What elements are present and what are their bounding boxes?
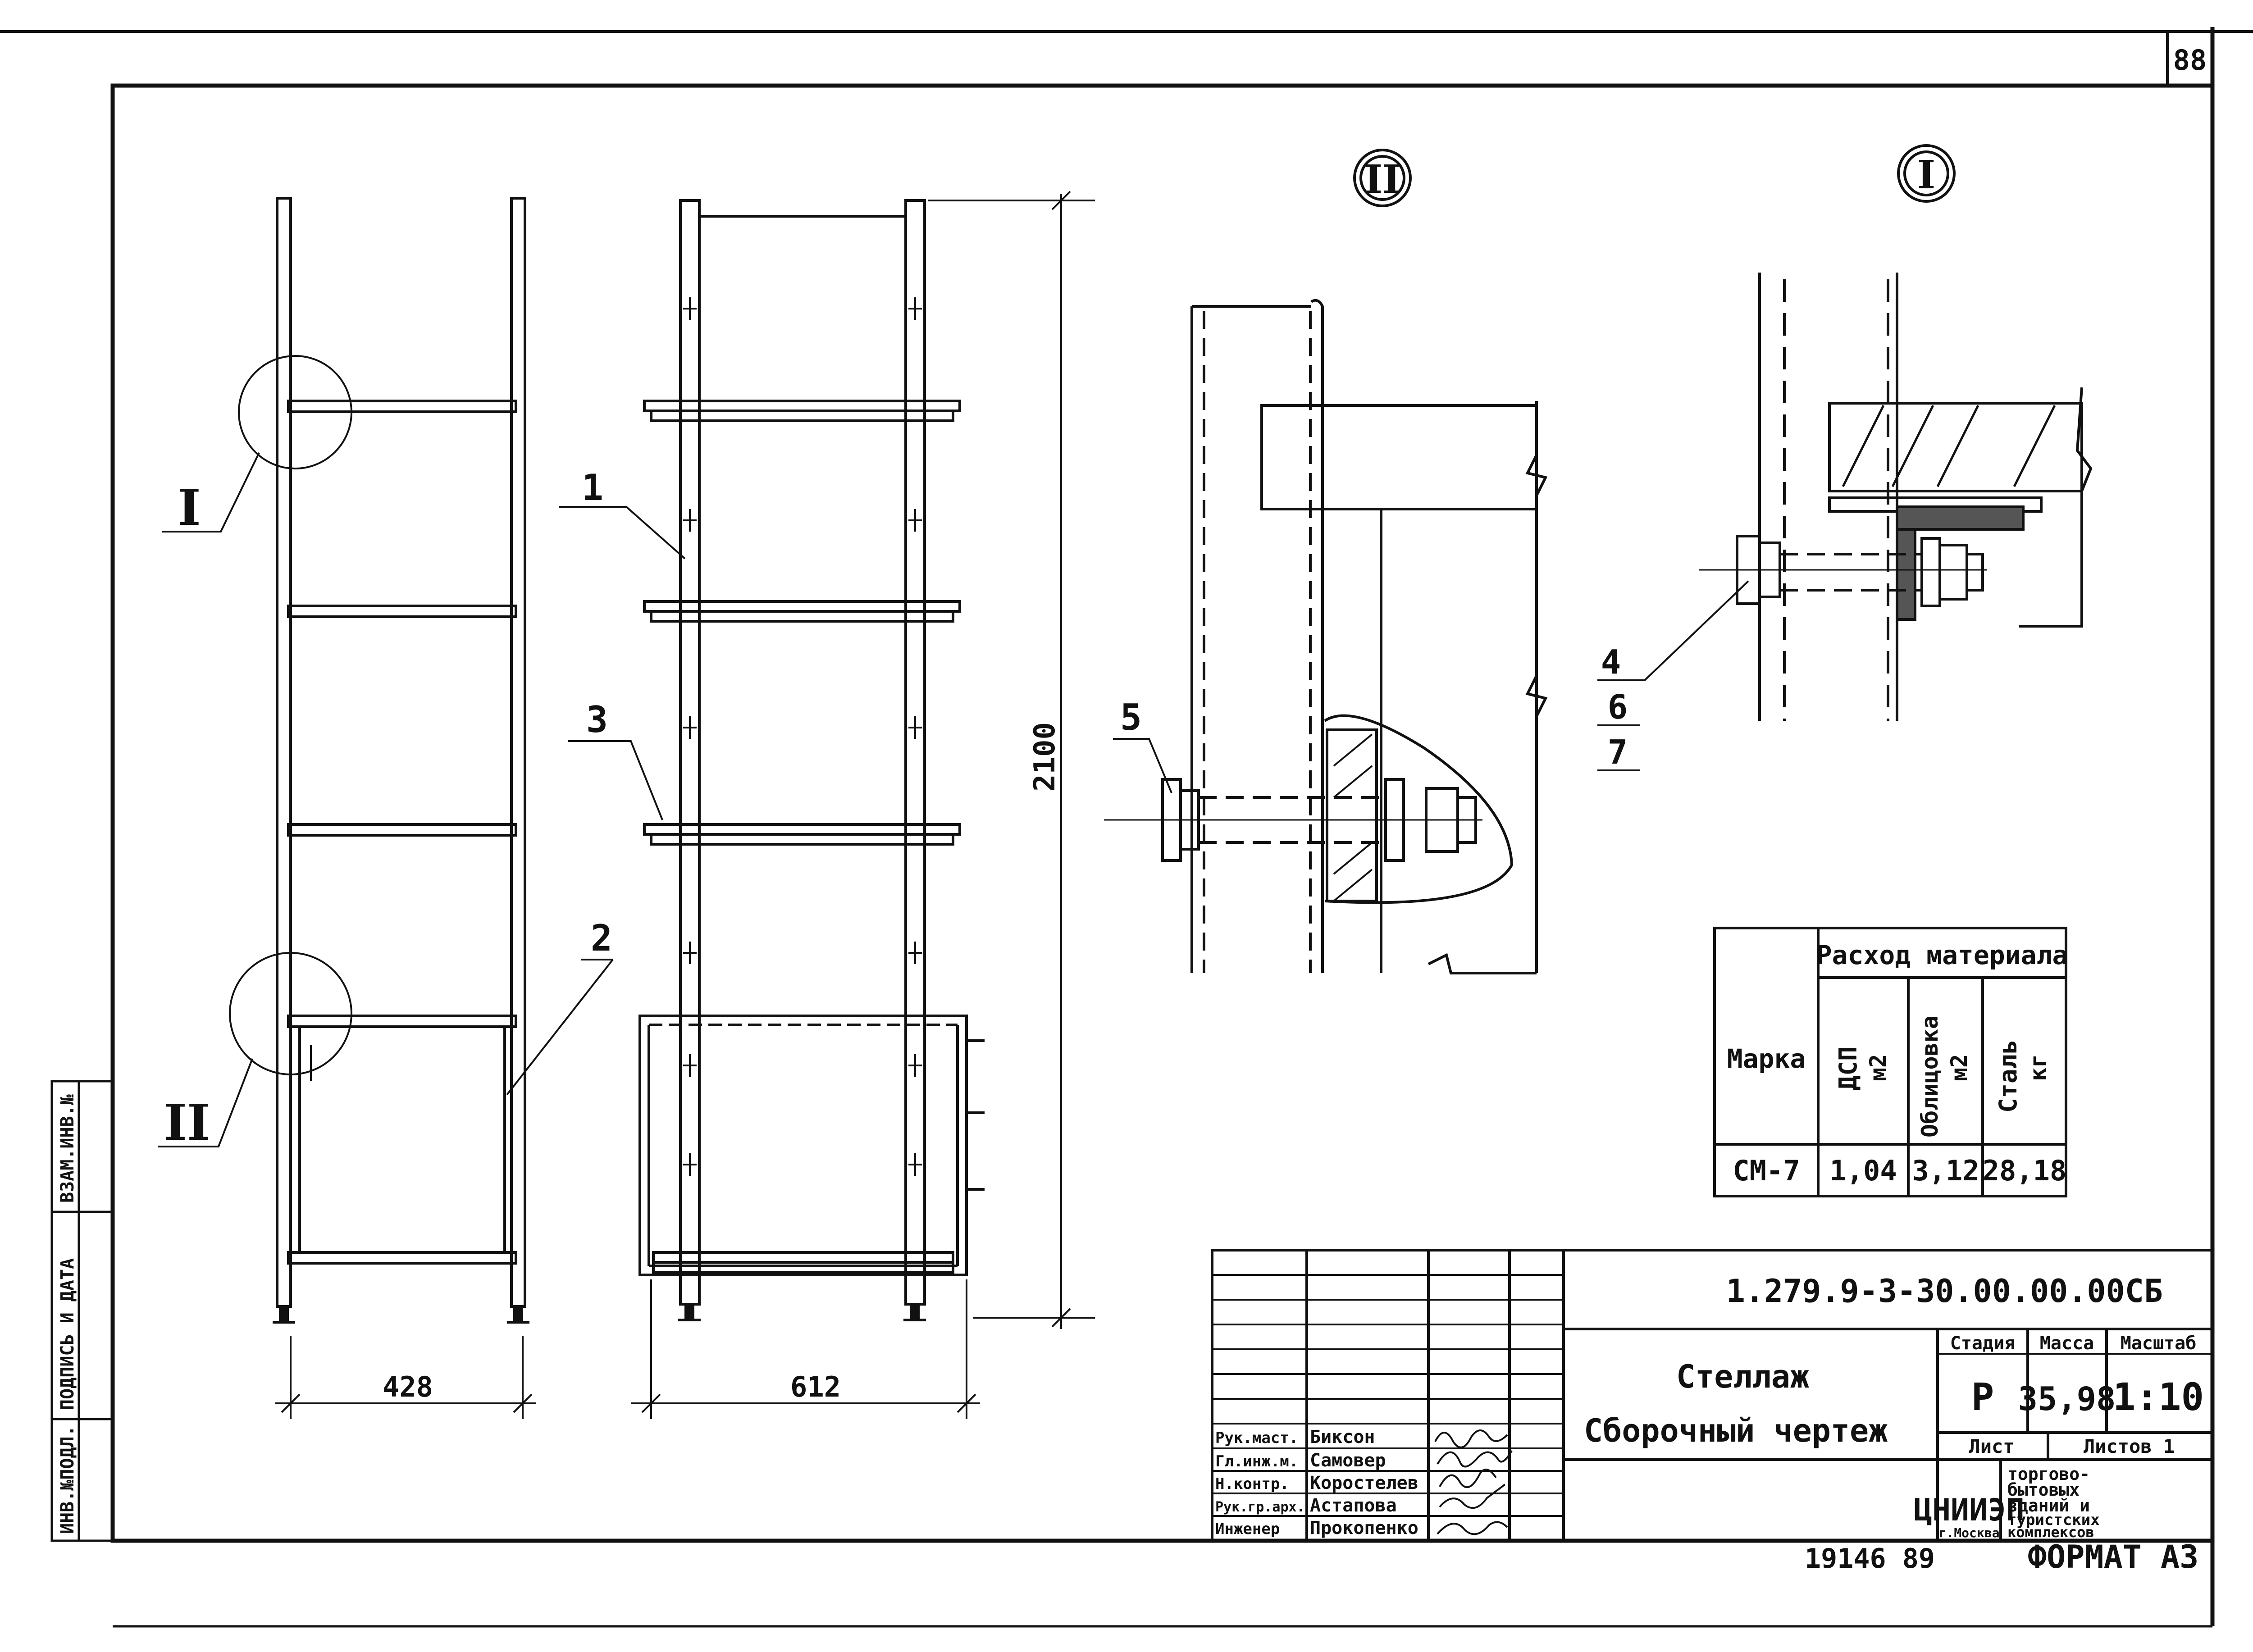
table-group-header: Расход материала xyxy=(1816,940,2068,970)
detail-label-II: II xyxy=(1364,157,1400,202)
tb-sheets-label: Листов 1 xyxy=(2084,1435,2175,1457)
tb-scale-label: Масштаб xyxy=(2121,1333,2197,1354)
tb-org-name-5: комплексов xyxy=(2007,1524,2094,1541)
tb-stage-value: Р xyxy=(1971,1375,1994,1419)
front-view xyxy=(639,199,985,1321)
pos-6-label: 6 xyxy=(1608,688,1628,727)
side-callout-II: II xyxy=(164,1093,210,1151)
detail-II xyxy=(1104,149,1548,974)
dim-width-front: 612 xyxy=(790,1370,841,1403)
signatures xyxy=(1434,1429,1513,1535)
side-stamp-podpis-data: ПОДПИСЬ И ДАТА xyxy=(57,1258,78,1410)
tb-org-name-2: бытовых xyxy=(2007,1480,2080,1500)
tb-title-line2: Сборочный чертеж xyxy=(1584,1412,1888,1449)
dim-width-side: 428 xyxy=(383,1370,433,1403)
table-row-dsp: 1,04 xyxy=(1829,1154,1897,1187)
sheet-frame xyxy=(0,27,2253,1628)
front-leaders xyxy=(559,506,686,820)
pos-7-label: 7 xyxy=(1608,733,1628,772)
pos-3-label: 3 xyxy=(586,699,608,741)
tb-name-4: Прокопенко xyxy=(1310,1518,1418,1538)
tb-name-0: Биксон xyxy=(1310,1427,1375,1447)
tb-title-line1: Стеллаж xyxy=(1676,1358,1809,1395)
tb-scale-value: 1:10 xyxy=(2113,1375,2204,1419)
table-col-dsp: ДСП xyxy=(1834,1046,1862,1090)
tb-role-2: Н.контр. xyxy=(1215,1475,1289,1493)
tb-org-city: г.Москва xyxy=(1939,1525,2000,1540)
front-width-dimension xyxy=(631,1279,980,1419)
tb-org-logo: ЦНИИЭП xyxy=(1914,1493,2025,1528)
table-col-dsp-unit: м2 xyxy=(1865,1054,1891,1081)
table-col-steel-unit: кг xyxy=(2025,1054,2051,1081)
table-row-oblits: 3,12 xyxy=(1912,1154,1979,1187)
tb-name-1: Самовер xyxy=(1310,1450,1386,1471)
side-stamp xyxy=(50,1080,114,1542)
format-label: ФОРМАТ А3 xyxy=(2028,1538,2198,1575)
tb-role-3: Рук.гр.арх. xyxy=(1215,1499,1305,1515)
height-dimension xyxy=(928,191,1095,1329)
tb-designation: 1.279.9-3-30.00.00.00СБ xyxy=(1726,1273,2163,1310)
tb-stage-label: Стадия xyxy=(1950,1333,2016,1354)
tb-sheet-label: Лист xyxy=(1969,1435,2014,1457)
detail-label-I: I xyxy=(1917,152,1935,198)
tb-org-name-1: торгово- xyxy=(2007,1464,2090,1484)
archive-number: 19146 89 xyxy=(1805,1543,1935,1575)
materials-table xyxy=(1713,927,2067,1197)
page-number: 88 xyxy=(2173,44,2207,77)
table-col-mark: Марка xyxy=(1727,1043,1806,1074)
pos-4-label: 4 xyxy=(1601,643,1621,682)
pos-5-label: 5 xyxy=(1120,696,1142,738)
tb-mass-label: Масса xyxy=(2040,1333,2094,1354)
tb-mass-value: 35,98 xyxy=(2018,1380,2116,1418)
side-stamp-vzam-inv: ВЗАМ.ИНВ.№ xyxy=(57,1094,78,1203)
table-row-mark: СМ-7 xyxy=(1733,1154,1800,1187)
side-view xyxy=(158,197,614,1324)
tb-org-name-4: туристских xyxy=(2007,1511,2100,1529)
side-width-dimension xyxy=(275,1336,536,1419)
side-stamp-inv-podl: ИНВ.№ПОДЛ. xyxy=(57,1425,78,1534)
tb-role-1: Гл.инж.м. xyxy=(1215,1452,1298,1470)
table-row-steel: 28,18 xyxy=(1983,1154,2067,1187)
tb-role-4: Инженер xyxy=(1215,1520,1280,1538)
side-callout-I: I xyxy=(178,478,201,537)
tb-name-2: Коростелев xyxy=(1310,1473,1418,1493)
title-block xyxy=(1211,1249,2214,1542)
pos-2-label: 2 xyxy=(591,917,612,959)
tb-name-3: Астапова xyxy=(1310,1495,1397,1516)
table-col-oblits: Облицовка xyxy=(1917,1015,1943,1138)
table-col-steel: Сталь xyxy=(1994,1039,2022,1113)
dim-height: 2100 xyxy=(1028,722,1062,792)
tb-org-name-3: зданий и xyxy=(2007,1496,2090,1515)
table-col-oblits-unit: м2 xyxy=(1946,1054,1972,1081)
detail-I xyxy=(1597,144,2093,771)
pos-1-label: 1 xyxy=(582,467,603,509)
front-view-crosses xyxy=(683,297,922,1176)
tb-role-0: Рук.маст. xyxy=(1215,1429,1298,1447)
